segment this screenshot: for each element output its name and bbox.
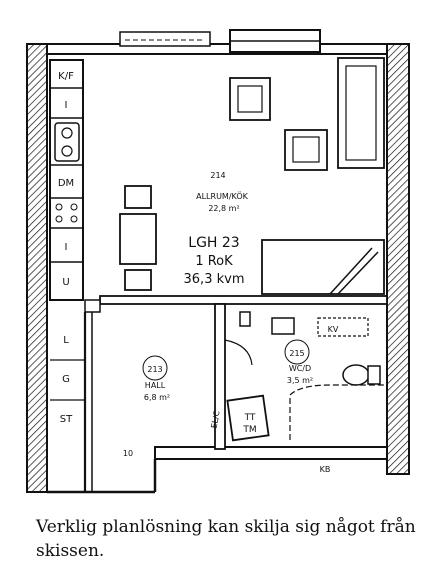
hall-number: 213: [147, 365, 162, 374]
bath-cabinet: [226, 394, 270, 442]
tm-label: TM: [242, 425, 256, 435]
hall-name: HALL: [145, 381, 166, 390]
bath-area: 3,5 m²: [287, 376, 313, 385]
kb-label: KB: [320, 465, 331, 474]
apartment-title: LGH 23: [188, 235, 239, 251]
bottom-wall: [154, 446, 388, 460]
kf-label: K/F: [58, 71, 74, 82]
living-room-number: 214: [210, 171, 225, 180]
disclaimer-caption: Verklig planlösning kan skilja sig något…: [36, 517, 416, 561]
armchair: [229, 77, 271, 121]
dining-chair: [124, 269, 152, 291]
living-room-name: ALLRUM/KÖK: [196, 191, 249, 201]
top-wall: [46, 43, 388, 55]
apartment-rooms: 1 RoK: [195, 254, 233, 269]
interior-wall: [214, 303, 226, 450]
vanity: [317, 317, 369, 337]
closet-label-l: L: [63, 335, 69, 346]
washer: [271, 317, 295, 335]
counter-label-i2: I: [65, 242, 68, 253]
apartment-area: 36,3 kvm: [184, 272, 245, 287]
elc-label: EL/C: [210, 410, 222, 429]
dining-chair: [124, 185, 152, 209]
interior-wall: [84, 299, 101, 313]
bath-name: WC/D: [289, 364, 311, 373]
interior-wall: [99, 295, 388, 305]
toilet-icon: [342, 364, 370, 386]
floor-plan: K/F I DM I U L G ST 214 ALLRUM/KÖK 22,8: [26, 29, 410, 494]
kv-label: KV: [328, 325, 339, 334]
right-wall: [386, 43, 410, 475]
number-ten-label: 10: [123, 449, 133, 458]
kitchen-counter: [49, 59, 84, 301]
closet-label-g: G: [62, 374, 70, 385]
stove-ring: [55, 203, 63, 211]
dining-table: [119, 213, 157, 265]
tt-label: TT: [244, 413, 256, 423]
door-swing-icon: [142, 355, 168, 381]
bed: [261, 239, 385, 295]
top-door-frame: [119, 31, 211, 47]
living-room-area: 22,8 m²: [208, 204, 239, 213]
door-swing-icon: [284, 339, 310, 365]
bath-number: 215: [289, 349, 304, 358]
sofa: [337, 57, 385, 169]
armchair: [284, 129, 328, 171]
closet-label-st: ST: [60, 414, 73, 425]
u-label: U: [62, 277, 69, 288]
dm-label: DM: [58, 178, 74, 189]
left-wall: [26, 43, 48, 493]
counter-label-i1: I: [65, 100, 68, 111]
sink: [54, 122, 80, 162]
hall-area: 6,8 m²: [144, 393, 170, 402]
